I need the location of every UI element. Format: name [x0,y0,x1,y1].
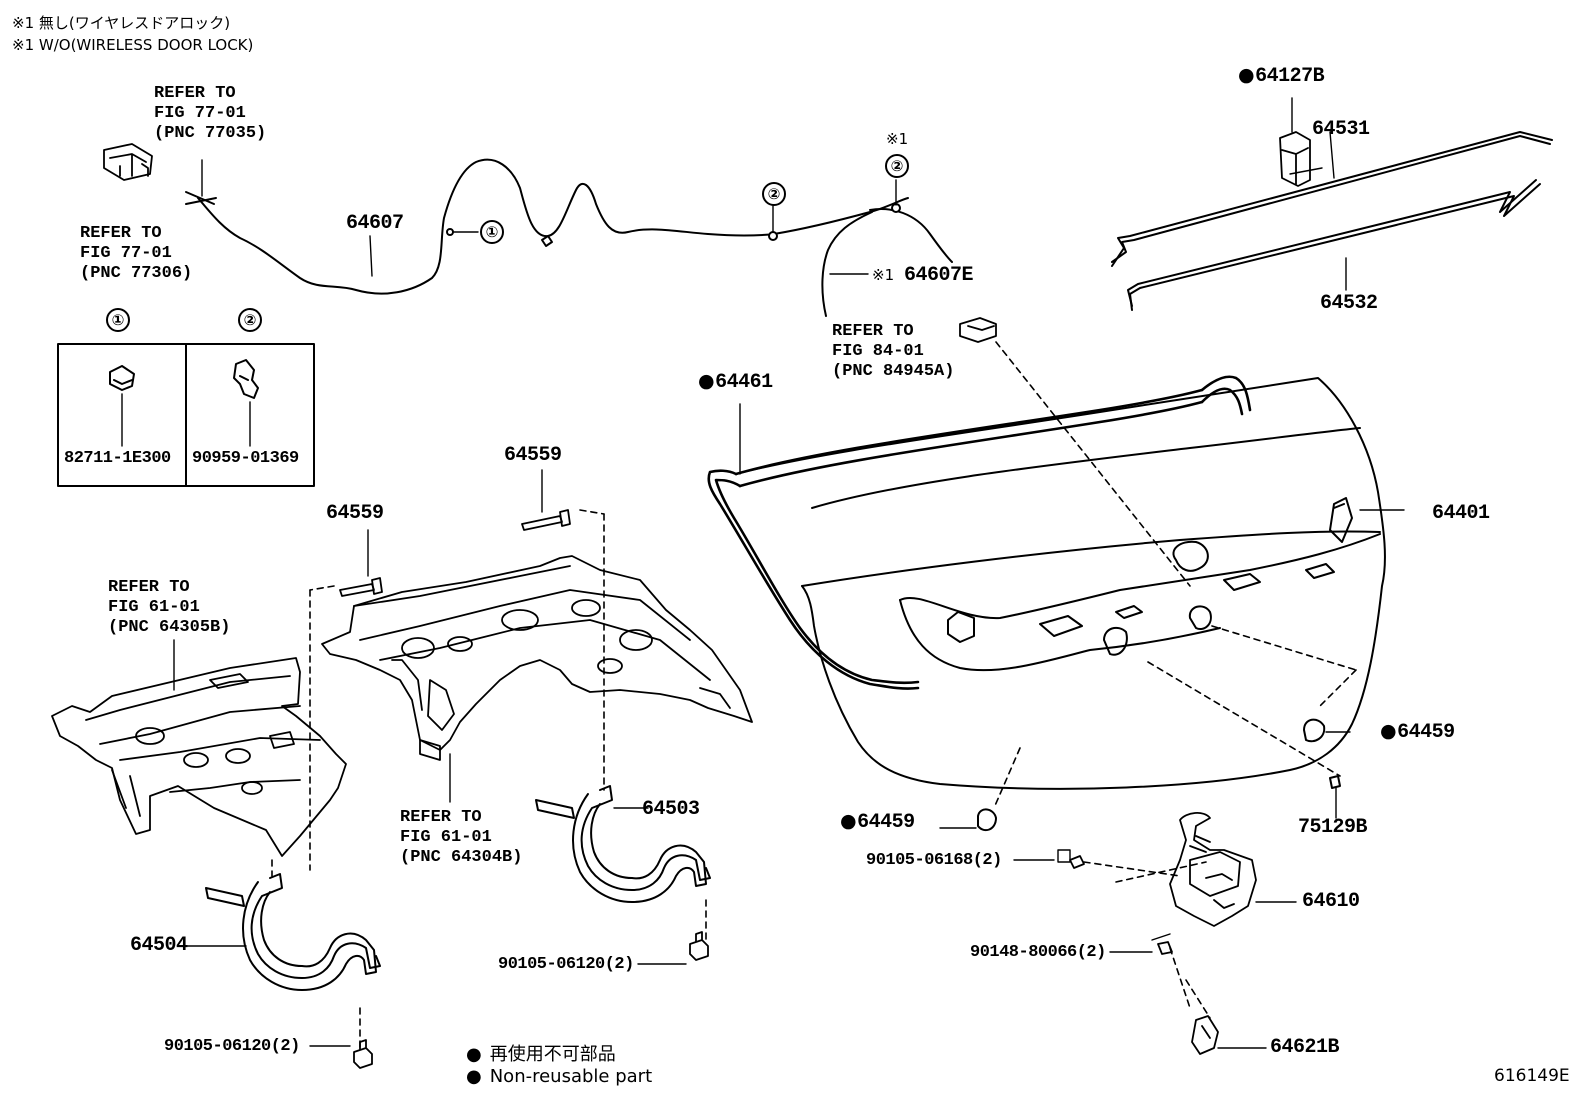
inset-box [57,343,315,487]
bolts-64559 [339,469,571,597]
callout-star-1b: ※1 [872,266,895,284]
callout-circle-1: ① [480,220,504,244]
lid-sensor-84945a [959,317,997,343]
part-64459-left: 64459 [840,812,915,833]
part-64461: 64461 [698,372,773,393]
part-64607e: 64607E [904,264,974,287]
part-64607: 64607 [346,212,404,235]
part-64621b: 64621B [1270,1036,1340,1059]
part-64610: 64610 [1302,890,1360,913]
part-64503: 64503 [642,798,700,821]
part-64459-right: 64459 [1380,722,1455,743]
lock-cable-64607 [185,158,953,317]
legend-jp: 再使用不可部品 [466,1040,616,1066]
note-en: ※1 W/O(WIRELESS DOOR LOCK) [12,36,254,54]
part-64559-upper: 64559 [504,444,562,467]
callout-circle-2b: ② [885,154,909,178]
dashed-guides [271,341,1357,1051]
trunk-lid-64401 [735,377,1405,790]
bolt-90148-80066: 90148-80066(2) [970,943,1106,962]
weatherstrip-64461 [707,375,1252,690]
inset-circle-2: ② [238,308,262,332]
legend-en: Non-reusable part [466,1066,652,1087]
hinge-64503 [535,785,711,903]
hinge-64504 [183,873,381,991]
part-75129b: 75129B [1298,816,1368,839]
figure-id: 616149E [1494,1066,1570,1086]
hinge-bolts [309,931,709,1069]
rod-clip-64127b [1279,97,1311,187]
inset-part-2: 90959-01369 [192,449,299,468]
latch-64610 [1013,812,1297,955]
rods [1111,131,1553,311]
part-64531: 64531 [1312,118,1370,141]
bolt-90105-06168: 90105-06168(2) [866,851,1002,870]
inset-circle-1: ① [106,308,130,332]
part-64532: 64532 [1320,292,1378,315]
rear-panel-64304b [321,555,753,803]
callout-circle-2a: ② [762,182,786,206]
callout-star-1: ※1 [886,130,909,148]
bolt-90105-06120-right: 90105-06120(2) [498,955,634,974]
inset-part-1: 82711-1E300 [64,449,171,468]
lid-cushions [939,605,1351,832]
part-64401: 64401 [1432,502,1490,525]
part-64559-lower: 64559 [326,502,384,525]
rear-panel-64305b [51,639,347,857]
part-64504: 64504 [130,934,188,957]
striker-64621b [1191,1015,1267,1055]
note-jp: ※1 無し(ワイヤレスドアロック) [12,14,231,32]
part-64127b: 64127B [1238,66,1325,87]
switch-connector-77306 [103,143,153,181]
bolt-90105-06120-left: 90105-06120(2) [164,1037,300,1056]
